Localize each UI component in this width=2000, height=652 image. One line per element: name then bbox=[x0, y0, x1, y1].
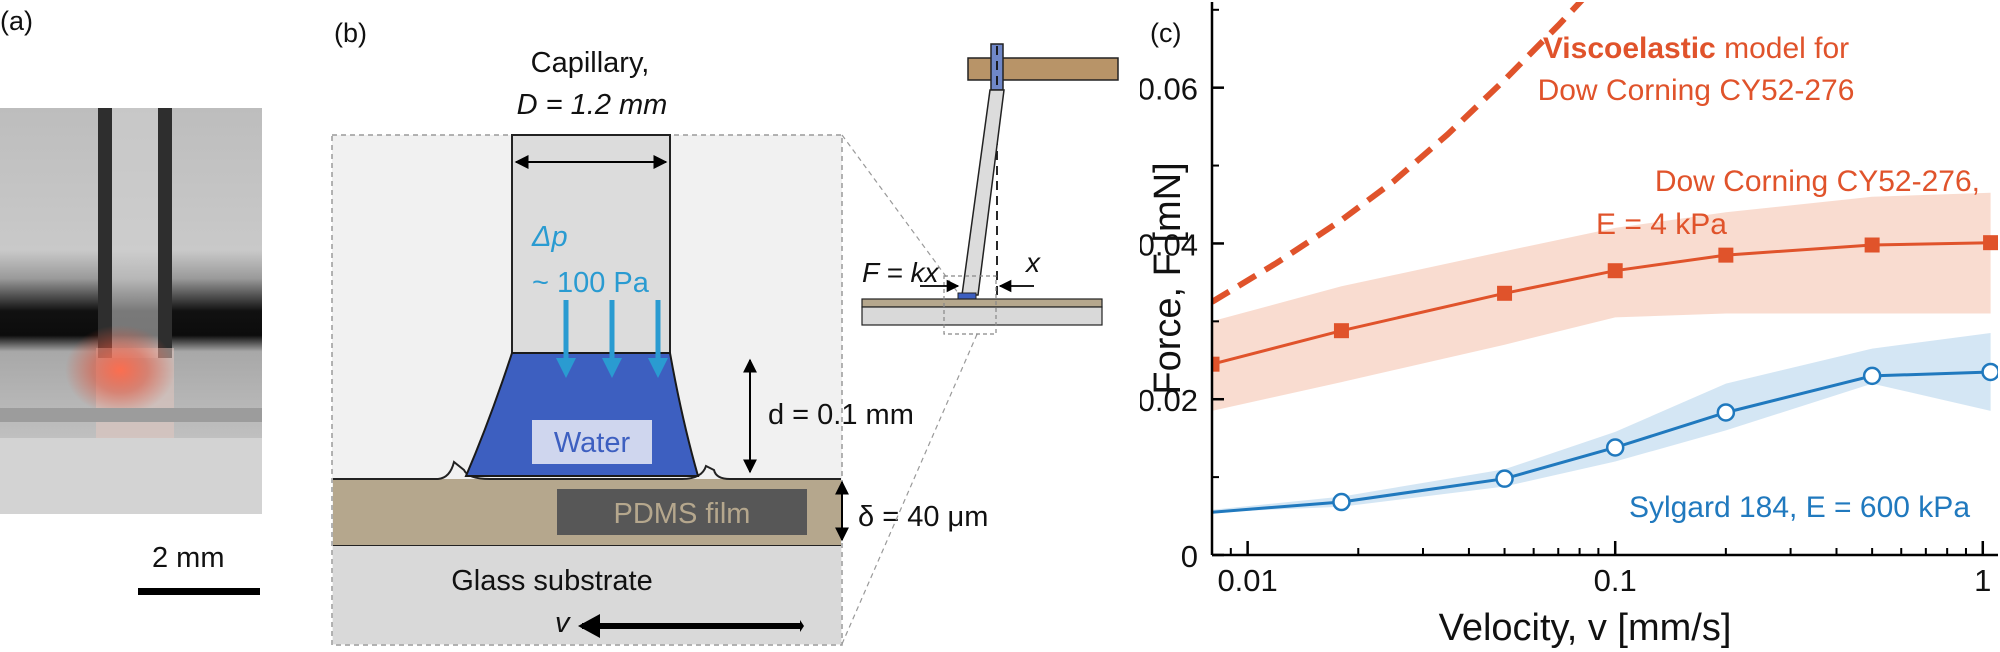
pdms-label-box bbox=[557, 489, 807, 535]
series-2-point bbox=[1981, 362, 1998, 382]
panel-a-label: (a) bbox=[0, 6, 33, 36]
inset-cantilever: F = kx x bbox=[861, 43, 1119, 335]
scale-bar bbox=[138, 588, 260, 595]
pressure-symbol: Δp bbox=[531, 221, 568, 253]
y-axis-label: Force, F [mN] bbox=[1147, 162, 1189, 394]
series-1-point bbox=[1983, 235, 1998, 251]
y-tick-label: 0.06 bbox=[1140, 72, 1198, 107]
series-2-point bbox=[1605, 438, 1625, 457]
capillary-wall-left bbox=[98, 108, 112, 358]
viscoelastic-annotation: Viscoelastic model for bbox=[1543, 32, 1849, 65]
series-0-line bbox=[1212, 2, 1585, 305]
velocity-symbol: v bbox=[555, 607, 571, 639]
capillary-tube bbox=[511, 134, 671, 354]
y-tick-label: 0.02 bbox=[1140, 383, 1198, 418]
viscoelastic-annotation-line2: Dow Corning CY52-276 bbox=[1538, 74, 1855, 107]
x-axis-label: Velocity, v [mm/s] bbox=[1439, 607, 1732, 649]
sylgard-annotation: Sylgard 184, E = 600 kPa bbox=[1629, 491, 1970, 524]
panel-b-label: (b) bbox=[334, 18, 367, 48]
series-1-point bbox=[1212, 356, 1220, 372]
schematic-panel: (b) Water PDMS film Capillary, D = 1.2 m… bbox=[331, 18, 1119, 646]
plot-area bbox=[1212, 2, 1998, 514]
y-tick-label: 0.04 bbox=[1140, 227, 1198, 262]
series-2-point bbox=[1332, 492, 1351, 512]
height-label: d = 0.1 mm bbox=[768, 399, 914, 431]
series-1-point bbox=[1333, 323, 1349, 339]
series-1-band bbox=[1212, 192, 1991, 411]
series-2-band bbox=[1212, 333, 1991, 513]
holder-bar bbox=[967, 57, 1119, 81]
x-tick-label: 0.01 bbox=[1217, 563, 1277, 598]
cy52-annotation: Dow Corning CY52-276, bbox=[1655, 165, 1980, 198]
series-1-point bbox=[1497, 285, 1513, 301]
capillary-dimension: D = 1.2 mm bbox=[517, 89, 668, 121]
scale-bar-label: 2 mm bbox=[152, 542, 225, 574]
capillary-wall-right bbox=[158, 108, 172, 358]
thickness-label: δ = 40 μm bbox=[858, 501, 988, 533]
capillary-photo bbox=[0, 108, 262, 514]
x-tick-label: 0.1 bbox=[1594, 563, 1637, 598]
pdms-label: PDMS film bbox=[614, 498, 751, 530]
series-1-point bbox=[1864, 237, 1880, 253]
x-tick-label: 1 bbox=[1974, 563, 1991, 598]
series-1-point bbox=[1718, 247, 1734, 263]
panel-c-label: (c) bbox=[1150, 18, 1181, 48]
capillary-label: Capillary, bbox=[531, 47, 650, 79]
y-tick-label: 0 bbox=[1181, 539, 1198, 574]
inset-capillary bbox=[961, 89, 1005, 296]
series-2-point bbox=[1862, 366, 1882, 386]
substrate-label: Glass substrate bbox=[451, 565, 652, 597]
cy52-annotation-line2: E = 4 kPa bbox=[1596, 208, 1727, 241]
pressure-arrows bbox=[556, 300, 668, 378]
deflection-label: x bbox=[1024, 247, 1041, 278]
series-2-point bbox=[1495, 469, 1514, 488]
series-2-point bbox=[1716, 403, 1736, 422]
force-law-label: F = kx bbox=[862, 257, 940, 288]
pressure-value: ~ 100 Pa bbox=[532, 267, 650, 299]
inset-zoom-box bbox=[943, 275, 997, 335]
water-label: Water bbox=[554, 427, 631, 459]
water-label-box bbox=[532, 420, 652, 464]
series-1-point bbox=[1607, 263, 1623, 279]
